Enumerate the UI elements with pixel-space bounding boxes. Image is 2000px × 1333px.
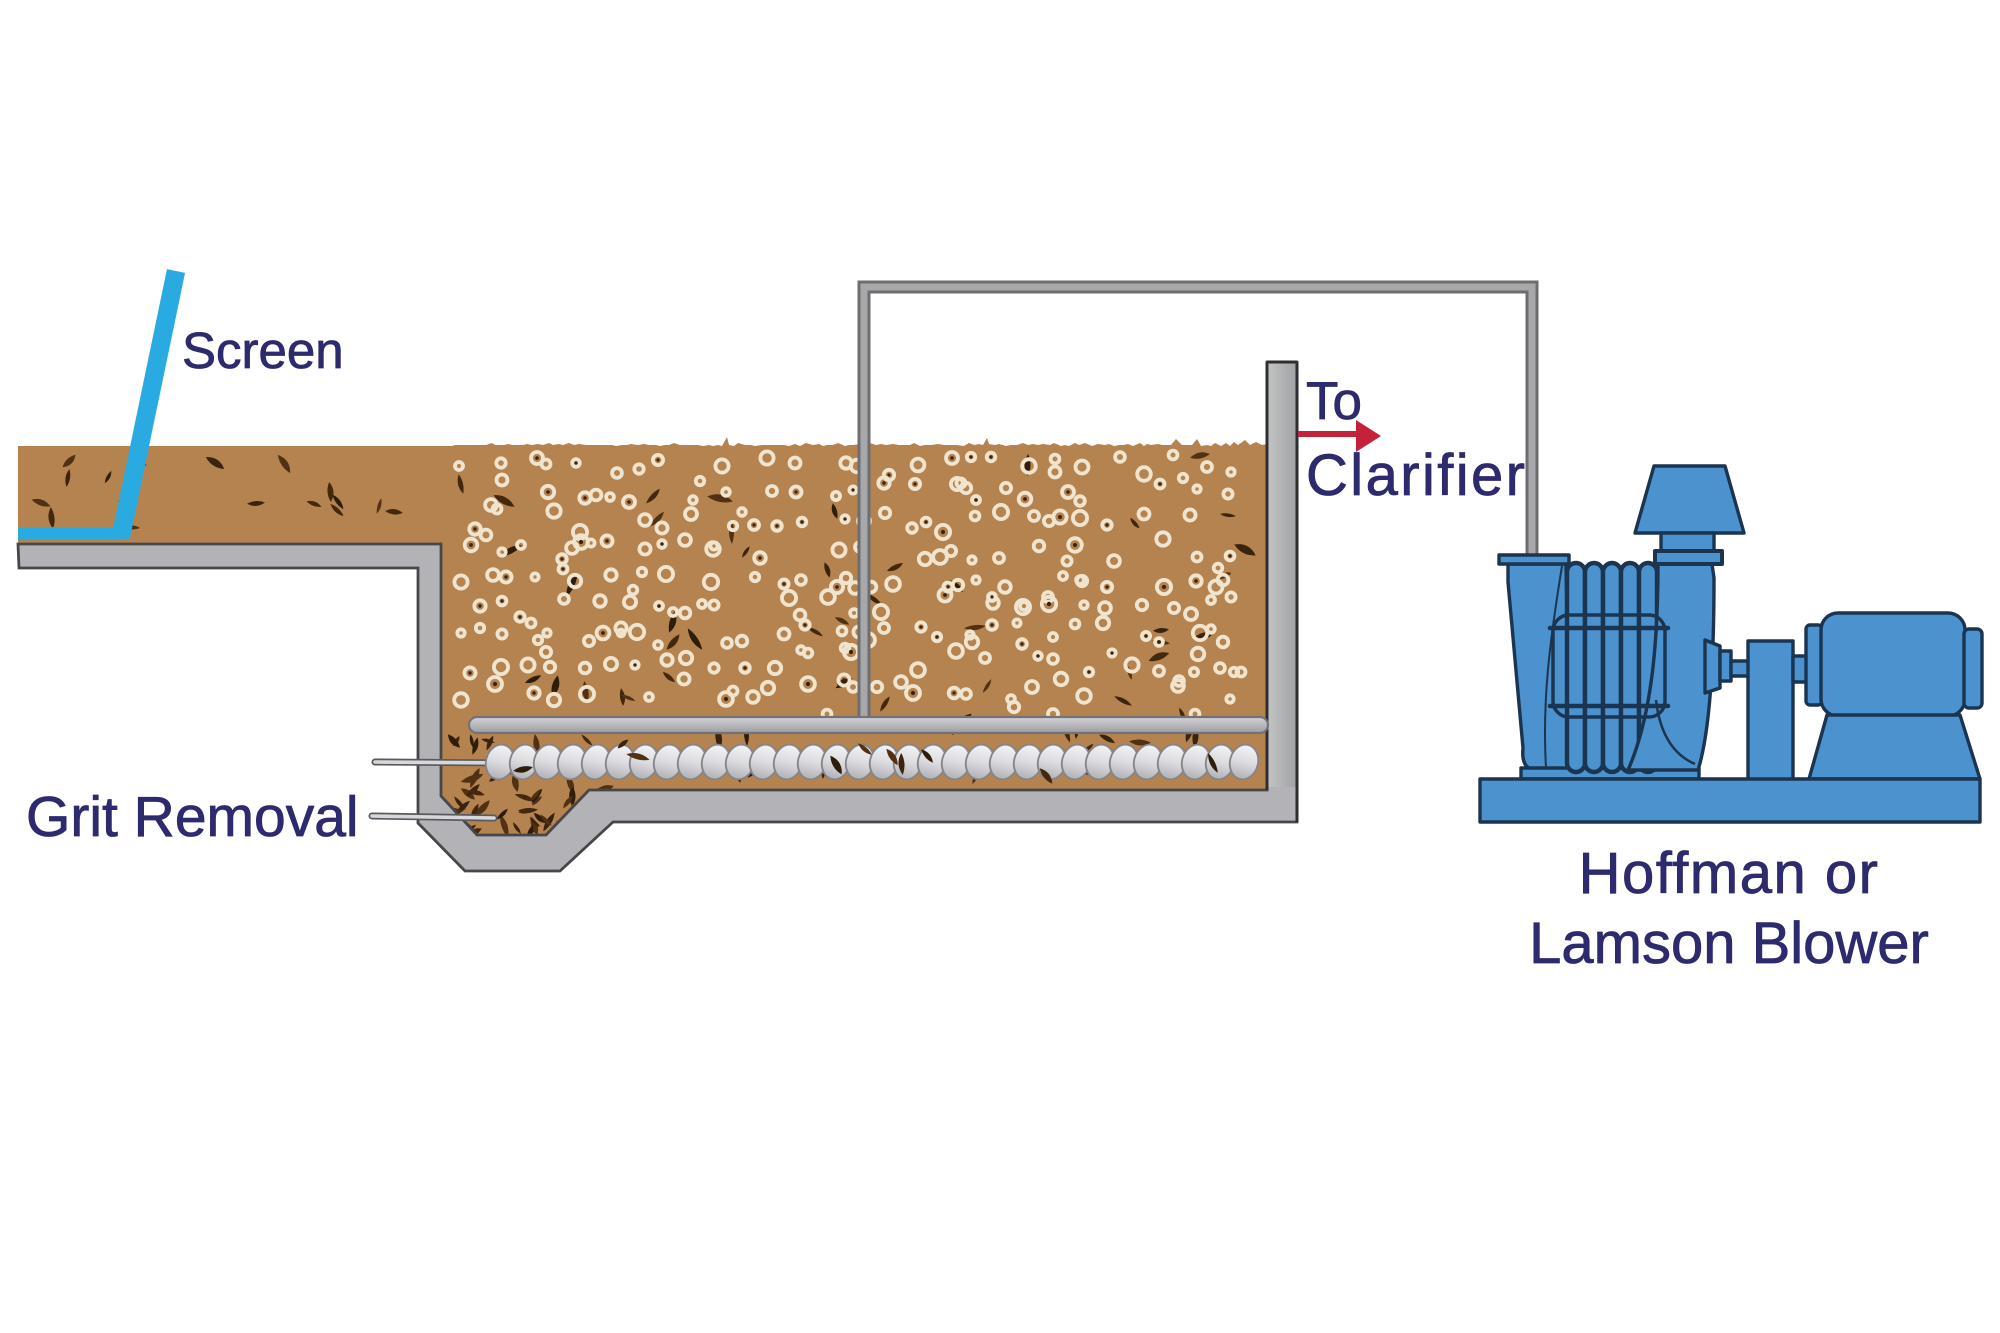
svg-text:Screen: Screen xyxy=(182,322,344,379)
svg-text:Hoffman or: Hoffman or xyxy=(1579,841,1880,906)
svg-text:Lamson Blower: Lamson Blower xyxy=(1529,911,1929,976)
svg-text:Grit Removal: Grit Removal xyxy=(26,785,359,849)
svg-text:Clarifier: Clarifier xyxy=(1306,443,1527,508)
svg-text:To: To xyxy=(1306,372,1362,431)
